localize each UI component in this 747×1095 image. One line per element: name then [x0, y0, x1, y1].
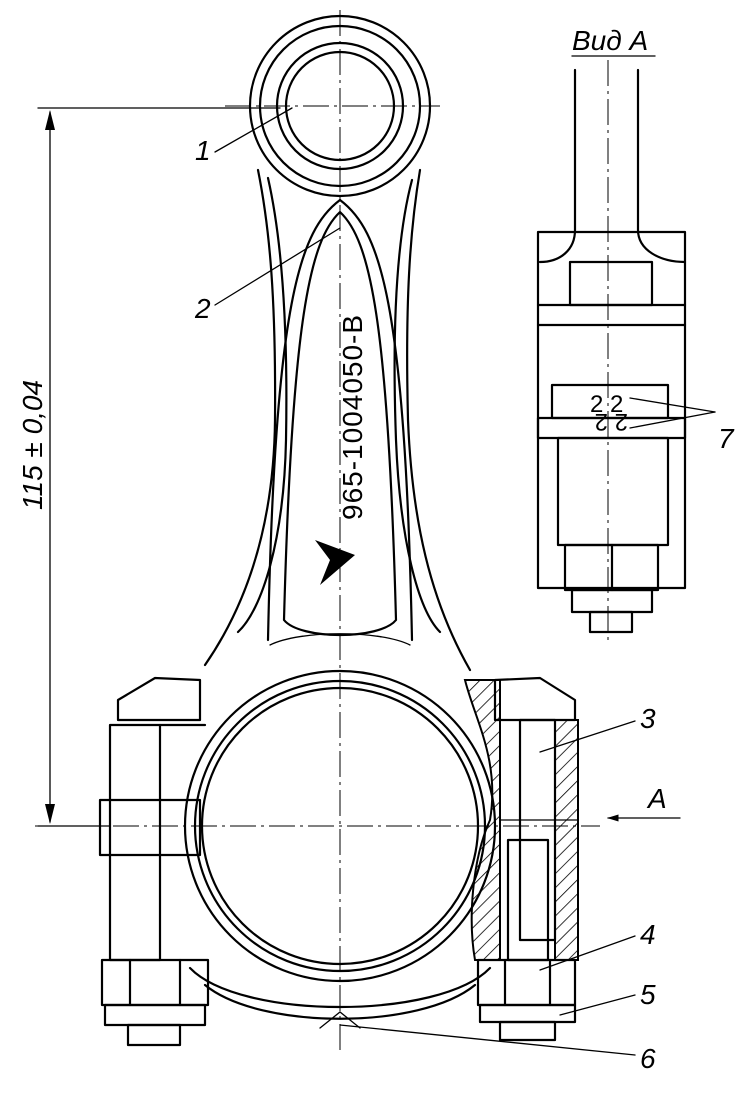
- main-view: 965-1004050-В: [35, 10, 600, 1050]
- rod-marking-arrow: [315, 540, 355, 585]
- callout-2: 2: [194, 293, 211, 324]
- view-a: Вид А 2 2 2 2: [536, 25, 687, 640]
- callout-7: 7: [718, 423, 735, 454]
- rod-part-number: 965-1004050-В: [337, 314, 368, 520]
- view-a-mark-upper: 2 2: [590, 391, 623, 418]
- callout-1: 1: [195, 135, 211, 166]
- callout-6: 6: [640, 1043, 656, 1074]
- left-nut: [100, 958, 210, 1047]
- callout-5: 5: [640, 979, 656, 1010]
- view-a-mark-lower: 2 2: [595, 408, 628, 435]
- rod-shank: [203, 168, 472, 672]
- leaders: [214, 107, 716, 1056]
- right-nut: [476, 958, 577, 1042]
- view-a-direction-label: А: [646, 783, 667, 814]
- big-end: [98, 669, 579, 1029]
- callouts: 1 2 3 4 5 6 7 А: [194, 135, 735, 1074]
- callout-3: 3: [640, 703, 656, 734]
- dimension-label: 115 ± 0,04: [17, 380, 48, 510]
- view-a-title: Вид А: [572, 25, 648, 56]
- callout-4: 4: [640, 919, 656, 950]
- dimension-115: 115 ± 0,04: [17, 107, 281, 827]
